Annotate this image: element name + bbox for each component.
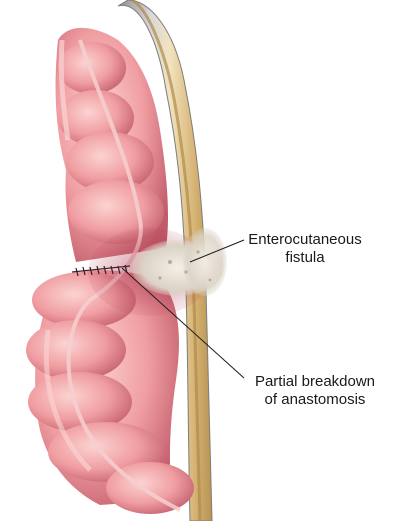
fistula-label: Enterocutaneous fistula <box>246 231 364 267</box>
breakdown-label: Partial breakdown of anastomosis <box>244 373 386 409</box>
breakdown-label-line1: Partial breakdown <box>244 373 386 391</box>
fistula-label-line2: fistula <box>246 249 364 267</box>
fistula-label-line1: Enterocutaneous <box>246 231 364 249</box>
breakdown-label-line2: of anastomosis <box>244 391 386 409</box>
upper-bowel-segment <box>56 28 168 262</box>
